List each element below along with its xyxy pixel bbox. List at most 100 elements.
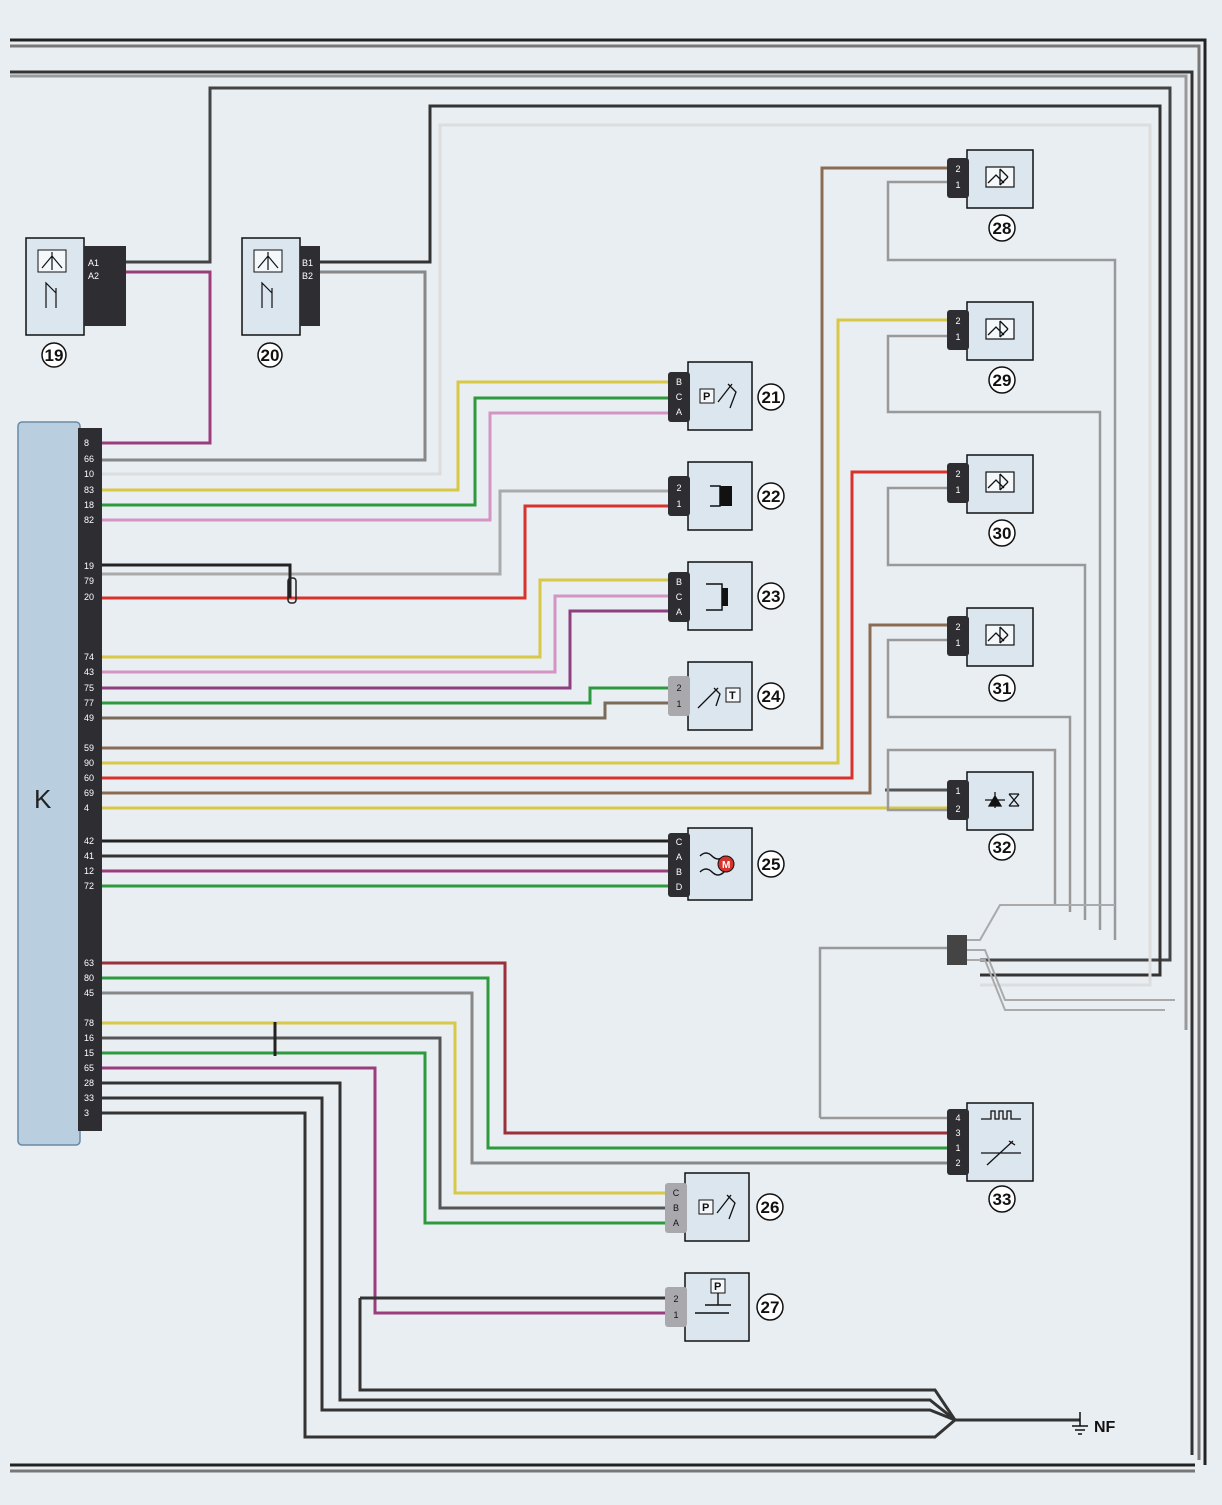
wire — [955, 949, 1175, 1001]
ecu-pin-label: 19 — [84, 561, 94, 571]
wire — [955, 959, 1165, 1011]
wire — [10, 44, 1201, 1460]
component-21: B C A P 21 — [668, 361, 785, 431]
wire — [95, 991, 955, 1165]
component-number: 29 — [993, 371, 1012, 390]
wire — [95, 270, 427, 462]
pin-label: 1 — [676, 499, 681, 509]
ecu-pin-label: 41 — [84, 851, 94, 861]
component-number: 20 — [261, 346, 280, 365]
pin-label: B — [673, 1203, 679, 1213]
pin-label: B2 — [302, 271, 313, 281]
pin-label: A — [676, 852, 682, 862]
sensor-symbol: P — [702, 1202, 709, 1214]
component-29: 2 1 29 — [947, 301, 1034, 394]
wire — [886, 748, 1057, 905]
wire — [886, 180, 1117, 940]
pin-label: C — [673, 1188, 680, 1198]
component-number: 32 — [993, 838, 1012, 857]
pin-label: 1 — [955, 638, 960, 648]
component-22: 2 1 22 — [668, 461, 785, 531]
pin-label: C — [676, 837, 683, 847]
pin-label: B1 — [302, 258, 313, 268]
wire — [95, 1111, 956, 1439]
sensor-symbol: T — [729, 690, 736, 702]
wire — [95, 1051, 672, 1225]
ecu-pin-label: 83 — [84, 485, 94, 495]
wire — [955, 904, 1115, 941]
ecu-pin-label: 33 — [84, 1093, 94, 1103]
components: A1 A2 19 B1 B2 20 B C A P — [25, 149, 1034, 1342]
wire — [886, 638, 1072, 912]
pin-label: 1 — [955, 1143, 960, 1153]
component-number: 33 — [993, 1190, 1012, 1209]
component-32: 1 2 32 — [947, 771, 1034, 861]
pin-label: 1 — [676, 699, 681, 709]
component-number: 31 — [993, 679, 1012, 698]
ecu-pin-label: 20 — [84, 592, 94, 602]
wire — [318, 104, 1162, 977]
ecu-pin-label: 69 — [84, 788, 94, 798]
wire — [95, 961, 955, 1135]
component-28: 2 1 28 — [947, 149, 1034, 242]
wire — [10, 74, 1188, 1030]
wire — [95, 270, 212, 445]
component-number: 21 — [762, 388, 781, 407]
ecu-pin-label: 90 — [84, 758, 94, 768]
component-number: 26 — [761, 1198, 780, 1217]
wire — [95, 504, 672, 600]
wire — [95, 976, 955, 1150]
component-24: 2 1 T 24 — [668, 661, 785, 731]
sensor-symbol: P — [703, 391, 710, 403]
wire — [95, 1021, 672, 1195]
wire — [95, 1036, 672, 1210]
ground-label: NF — [1094, 1419, 1116, 1436]
ecu-pin-label: 66 — [84, 454, 94, 464]
wire — [886, 486, 1087, 920]
pin-label: D — [676, 882, 683, 892]
ecu-pin-label: 8 — [84, 438, 89, 448]
component-31: 2 1 31 — [947, 607, 1034, 702]
ecu-pin-label: 78 — [84, 1018, 94, 1028]
component-number: 24 — [762, 687, 781, 706]
component-23: B C A 23 — [668, 561, 785, 631]
pin-label: A2 — [88, 271, 99, 281]
pin-label: A — [676, 407, 682, 417]
wire — [95, 609, 672, 690]
motor-symbol: M — [722, 860, 730, 871]
component-number: 27 — [761, 1298, 780, 1317]
component-number: 25 — [762, 855, 781, 874]
component-number: 23 — [762, 587, 781, 606]
wire — [95, 411, 672, 522]
component-33: 4 3 1 2 33 — [947, 1102, 1034, 1213]
ecu-connector-pins: 8661083188219792074437577495990606944241… — [84, 438, 94, 1118]
wire — [818, 946, 955, 1118]
ecu-pin-label: 10 — [84, 469, 94, 479]
ecu-pin-label: 18 — [84, 500, 94, 510]
ecu-pin-label: 59 — [84, 743, 94, 753]
wire — [95, 1096, 956, 1422]
ecu-pin-label: 12 — [84, 866, 94, 876]
splice-block — [947, 935, 967, 965]
pin-label: 1 — [955, 180, 960, 190]
pin-label: A1 — [88, 258, 99, 268]
ecu-pin-label: 80 — [84, 973, 94, 983]
ground-symbol: NF — [1072, 1412, 1116, 1436]
pin-label: 3 — [955, 1128, 960, 1138]
component-27: 2 1 P 27 — [665, 1272, 784, 1342]
ecu-pin-label: 4 — [84, 803, 89, 813]
splice-tube — [287, 577, 297, 604]
component-number: 28 — [993, 219, 1012, 238]
pin-label: 2 — [955, 469, 960, 479]
wire — [95, 470, 955, 780]
ecu-pin-label: 75 — [84, 683, 94, 693]
wire — [95, 701, 672, 720]
wire — [95, 1081, 956, 1422]
pin-label: 1 — [955, 485, 960, 495]
pin-label: 2 — [673, 1294, 678, 1304]
pin-label: 2 — [676, 683, 681, 693]
component-number: 30 — [993, 524, 1012, 543]
ecu-pin-label: 49 — [84, 713, 94, 723]
ecu-pin-label: 16 — [84, 1033, 94, 1043]
